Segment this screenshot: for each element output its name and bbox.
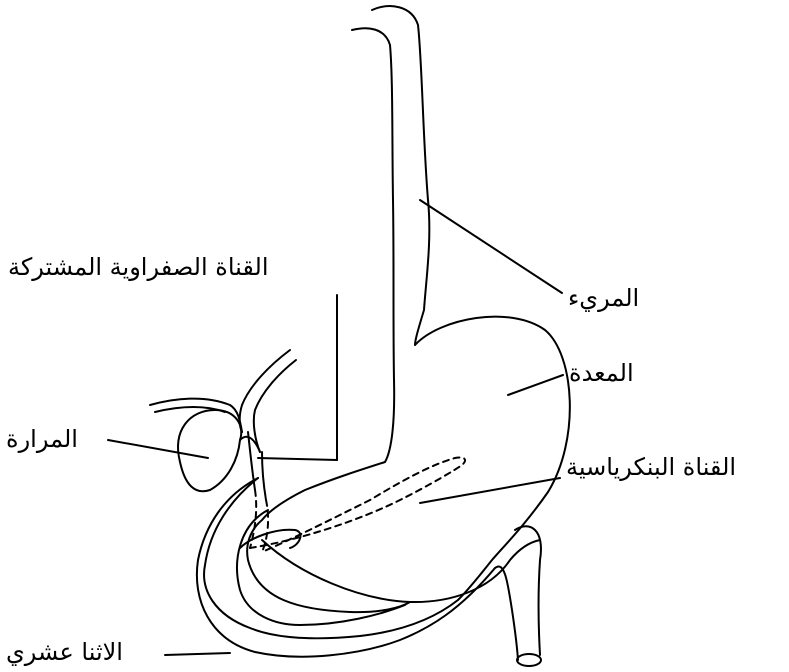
leader-pancreatic-duct bbox=[420, 478, 560, 503]
stomach-lower-curve bbox=[262, 540, 540, 602]
esophagus-left-wall bbox=[352, 28, 394, 462]
gallbladder-outline bbox=[178, 410, 241, 491]
label-stomach: المعدة bbox=[569, 358, 634, 388]
hepatic-duct-right-b bbox=[254, 360, 296, 452]
label-gallbladder: المرارة bbox=[6, 424, 78, 454]
label-duodenum: الاثنا عشري bbox=[6, 637, 123, 667]
stomach-inner-curve bbox=[247, 462, 410, 612]
duodenum-inner bbox=[237, 510, 405, 625]
leader-stomach bbox=[508, 375, 563, 395]
hepatic-duct-left-b bbox=[155, 407, 225, 412]
leader-duodenum bbox=[165, 653, 230, 655]
duodenum-opening bbox=[517, 654, 541, 666]
leader-esophagus bbox=[420, 200, 562, 293]
label-common-bile-duct: القناة الصفراوية المشتركة bbox=[8, 252, 269, 282]
duodenum-outer bbox=[197, 478, 495, 657]
leader-gallbladder bbox=[108, 440, 208, 458]
label-esophagus: المريء bbox=[568, 283, 639, 313]
label-pancreatic-duct: القناة البنكرياسية bbox=[566, 452, 736, 482]
stomach-outer-wall bbox=[204, 317, 570, 639]
leader-common-bile-duct-h bbox=[258, 458, 337, 460]
duodenum-tube-left bbox=[495, 566, 518, 660]
esophagus-right-wall bbox=[372, 6, 429, 345]
